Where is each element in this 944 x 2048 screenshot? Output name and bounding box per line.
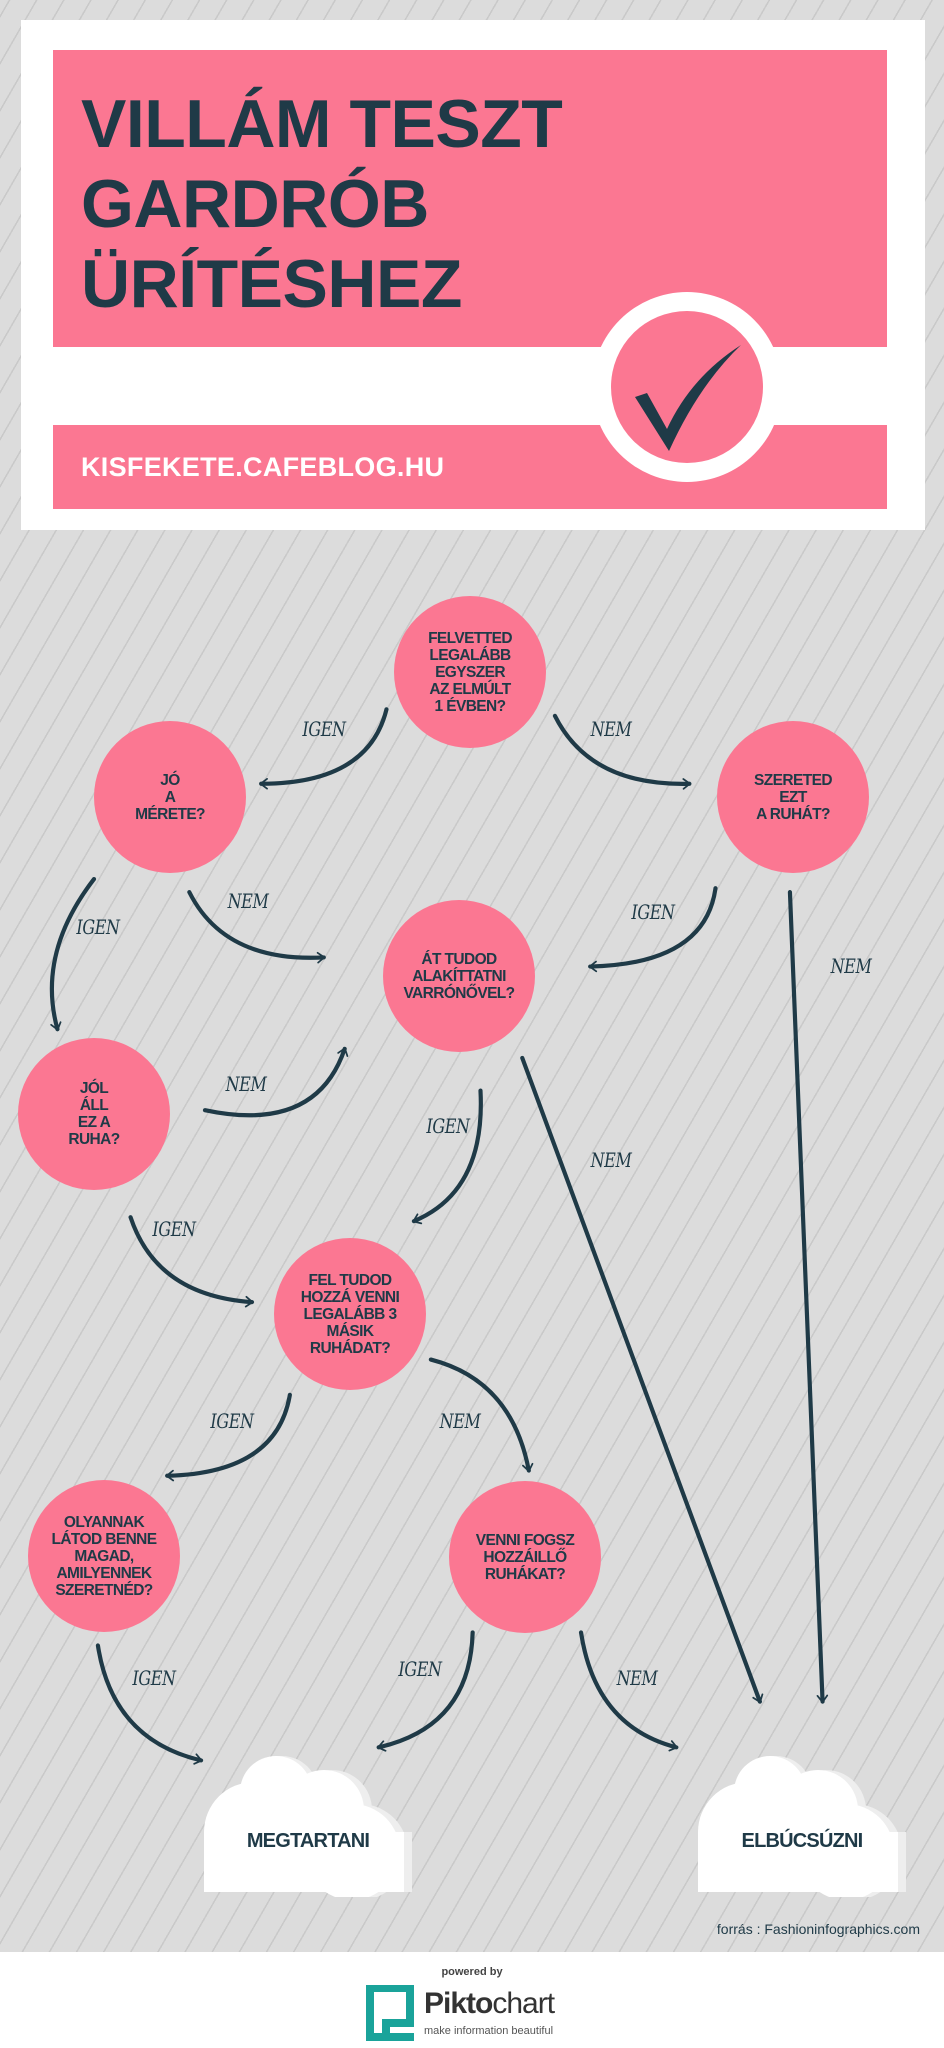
checkmark-icon <box>635 345 741 451</box>
question-fits-well: JÓL ÁLL EZ A RUHA? <box>18 1038 170 1190</box>
powered-by: powered by <box>441 1966 503 1978</box>
arrow-q6-q8 <box>428 1357 534 1473</box>
question-worn-last-year: FELVETTED LEGALÁBB EGYSZER AZ ELMÚLT 1 É… <box>394 596 546 748</box>
label-no: NEM <box>830 954 872 978</box>
question-see-yourself: OLYANNAK LÁTOD BENNE MAGAD, AMILYENNEK S… <box>28 1480 180 1632</box>
arrow-q2-q4 <box>187 890 326 964</box>
arrow-q6-q7 <box>165 1392 292 1482</box>
label-no: NEM <box>439 1409 481 1433</box>
arrow-q3-goodbye <box>787 890 829 1704</box>
title-banner <box>53 50 887 347</box>
question-alter-by-tailor: ÁT TUDOD ALAKÍTTATNI VARRÓNŐVEL? <box>383 900 535 1052</box>
arrow-q2-q5 <box>49 876 97 1032</box>
label-yes: IGEN <box>132 1666 176 1690</box>
label-no: NEM <box>227 889 269 913</box>
page-title: VILLÁM TESZT GARDRÓB ÜRÍTÉSHEZ <box>81 84 563 324</box>
source-credit: forrás : Fashioninfographics.com <box>716 1921 920 1937</box>
question-right-size: JÓ A MÉRETE? <box>94 721 246 873</box>
label-yes: IGEN <box>398 1657 442 1681</box>
arrow-q3-q4 <box>588 886 718 973</box>
outcome-label: MEGTARTANI <box>246 1830 370 1852</box>
arrow-q1-q3 <box>552 713 692 790</box>
label-yes: IGEN <box>631 900 675 924</box>
label-yes: IGEN <box>76 915 120 939</box>
check-badge <box>592 292 782 482</box>
label-yes: IGEN <box>302 717 346 741</box>
arrow-q7-keep <box>95 1643 204 1765</box>
arrow-q1-q2 <box>259 707 389 790</box>
outcome-keep: MEGTARTANI <box>200 1752 416 1900</box>
title-line: GARDRÓB <box>81 166 429 242</box>
title-line: VILLÁM TESZT <box>81 86 563 162</box>
cloud-icon <box>698 1756 906 1900</box>
label-no: NEM <box>590 1148 632 1172</box>
label-yes: IGEN <box>210 1409 254 1433</box>
question-combine-3-items: FEL TUDOD HOZZÁ VENNI LEGALÁBB 3 MÁSIK R… <box>274 1238 426 1390</box>
arrow-q8-keep <box>376 1630 475 1752</box>
title-line: ÜRÍTÉSHEZ <box>81 246 462 322</box>
outcome-goodbye: ELBÚCSÚZNI <box>694 1752 910 1900</box>
label-no: NEM <box>616 1666 658 1690</box>
arrow-q4-q6 <box>411 1088 483 1225</box>
piktochart-logo[interactable]: Piktochart make information beautiful <box>366 1985 586 2041</box>
tagline: make information beautiful <box>424 2025 554 2037</box>
label-yes: IGEN <box>152 1217 196 1241</box>
arrow-q8-goodbye <box>578 1630 679 1752</box>
label-yes: IGEN <box>426 1114 470 1138</box>
cloud-icon <box>204 1756 412 1900</box>
question-buy-matching: VENNI FOGSZ HOZZÁILLŐ RUHÁKAT? <box>449 1481 601 1633</box>
footer: powered by Piktochart make information b… <box>0 1952 944 2048</box>
arrow-q5-q6 <box>128 1215 255 1308</box>
arrow-q5-q4 <box>202 1046 349 1118</box>
outcome-label: ELBÚCSÚZNI <box>741 1830 864 1852</box>
arrow-q4-goodbye <box>520 1055 764 1704</box>
label-no: NEM <box>590 717 632 741</box>
question-love-it: SZERETED EZT A RUHÁT? <box>717 721 869 873</box>
blog-url[interactable]: KISFEKETE.CAFEBLOG.HU <box>81 452 445 482</box>
label-no: NEM <box>225 1072 267 1096</box>
piktochart-logo-icon <box>366 1985 414 2041</box>
